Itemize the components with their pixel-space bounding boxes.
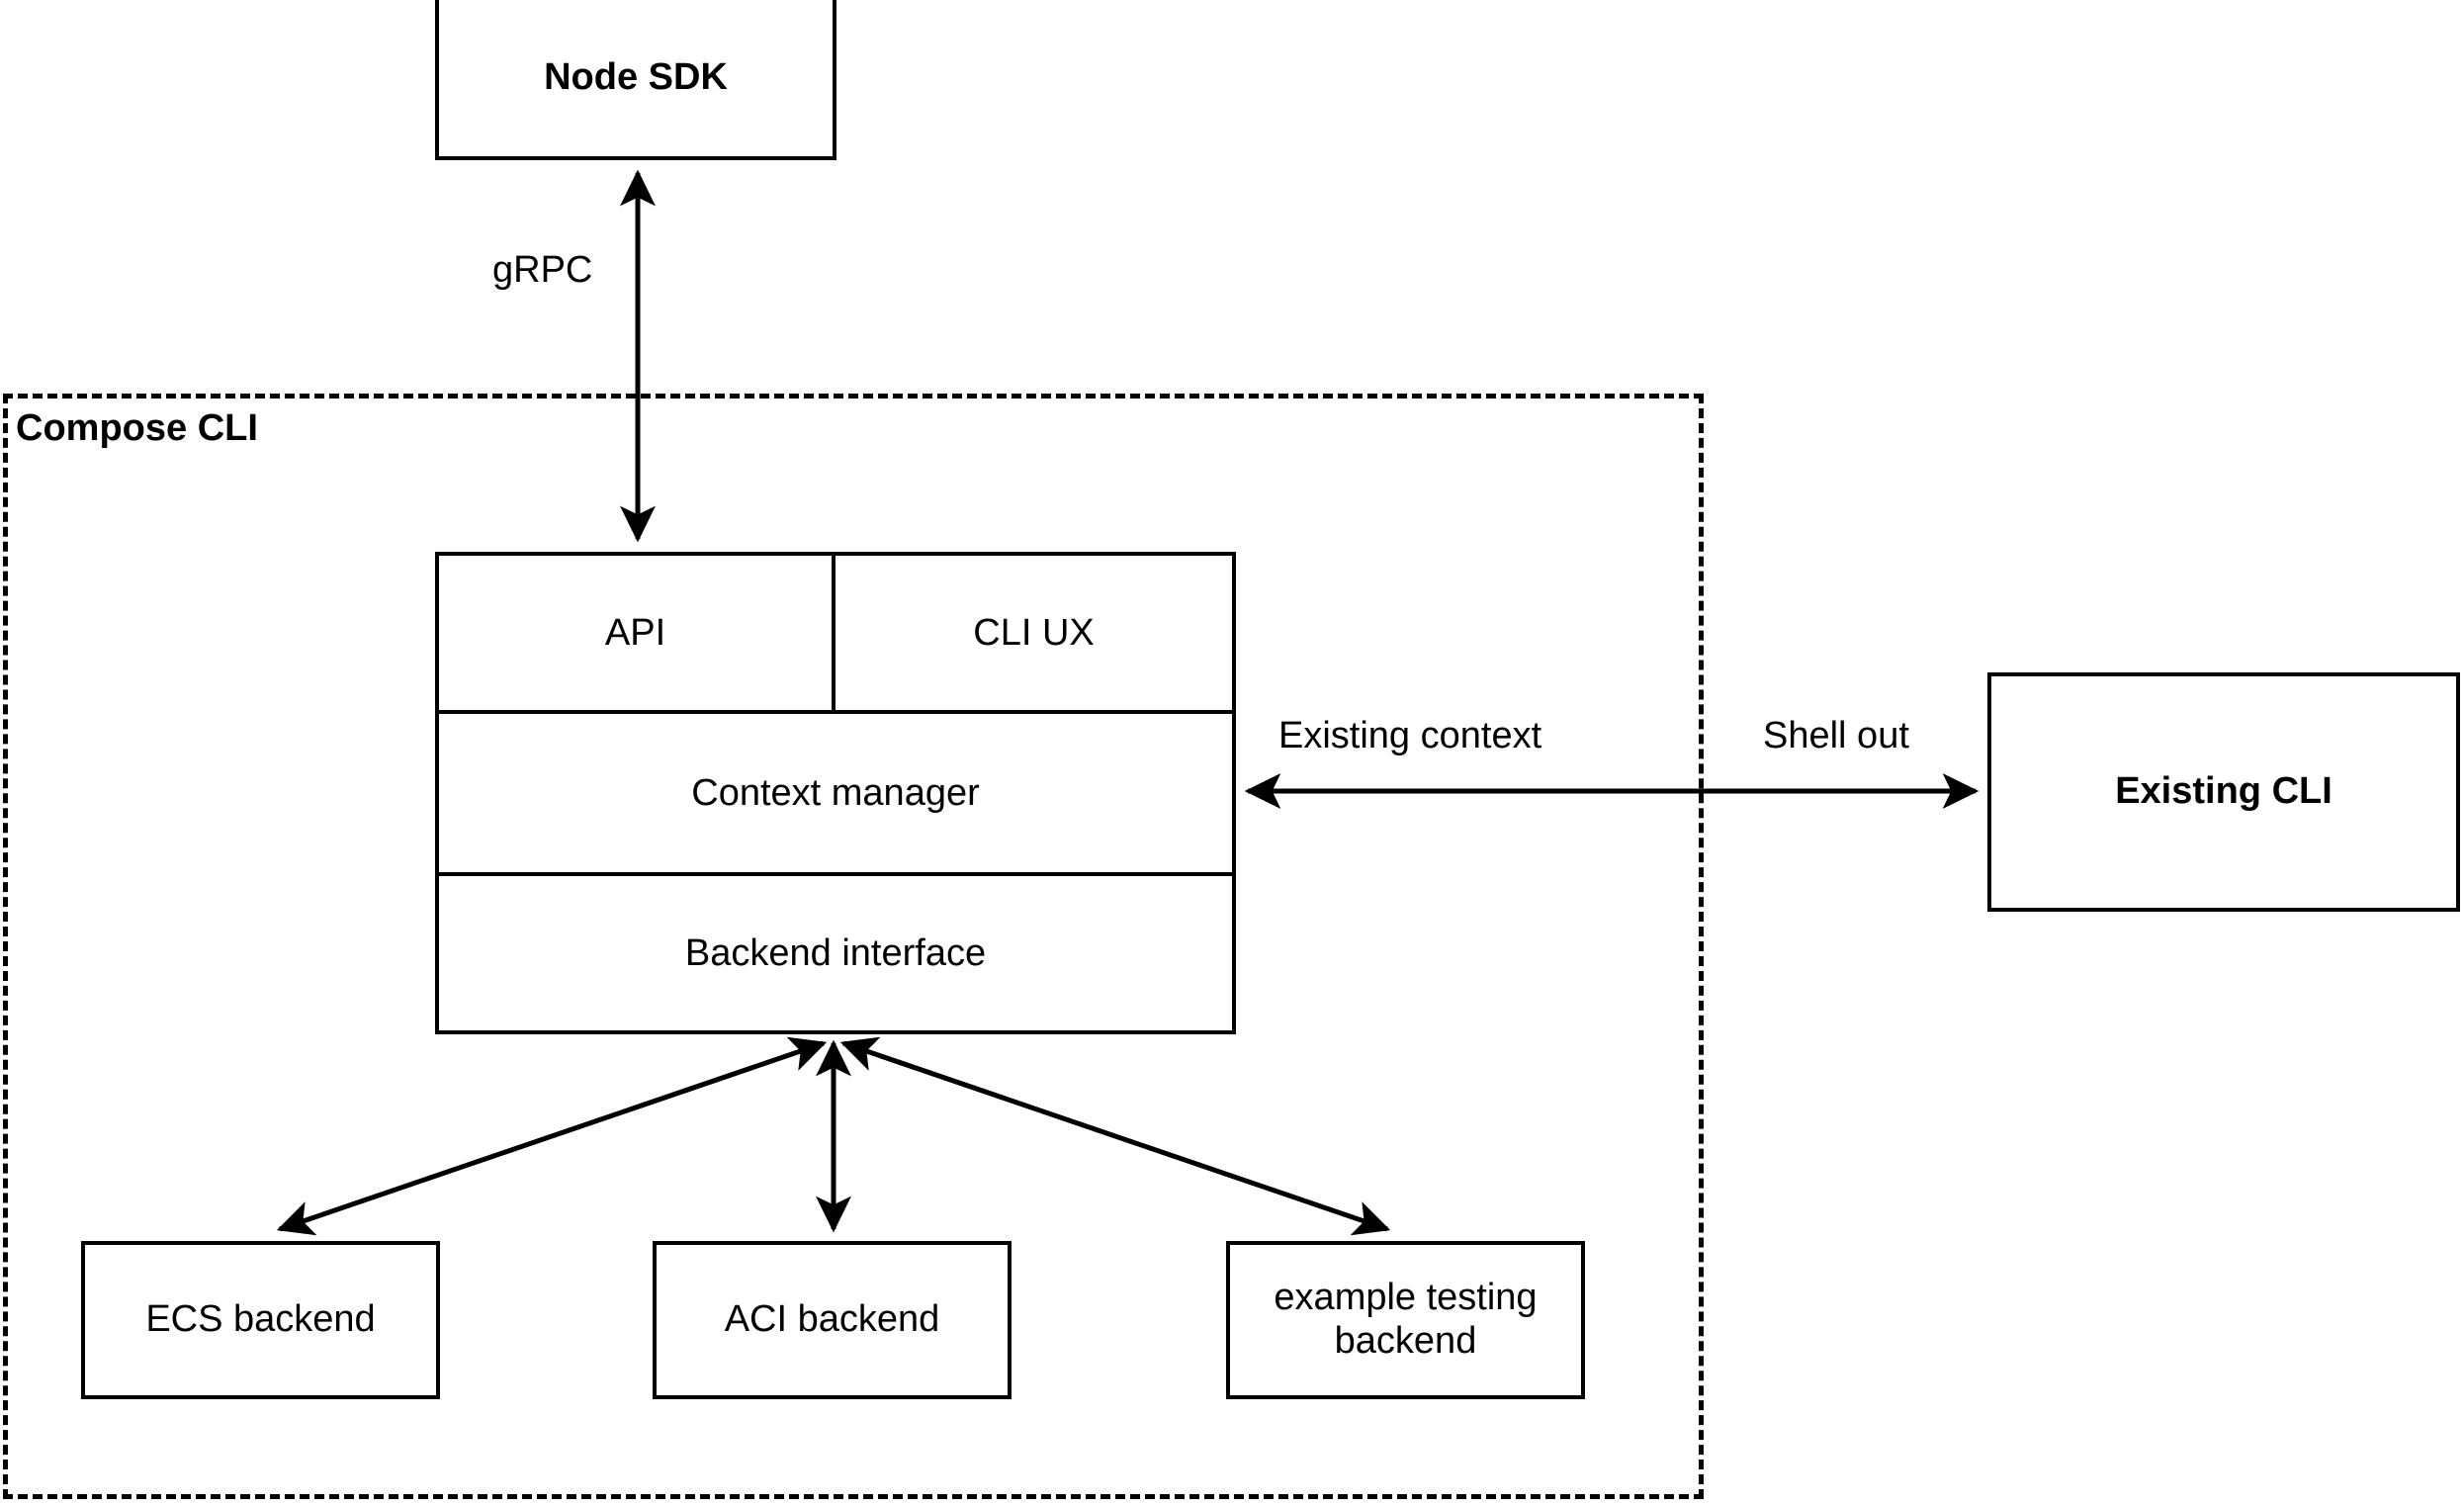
stack-row-api-cliux: API CLI UX	[439, 556, 1232, 714]
ecs-backend-label: ECS backend	[145, 1298, 376, 1341]
compose-cli-stack: API CLI UX Context manager Backend inter…	[435, 552, 1236, 1034]
edge-label-shell-out: Shell out	[1763, 715, 1909, 756]
existing-cli-label: Existing CLI	[2115, 770, 2332, 813]
ecs-backend-box[interactable]: ECS backend	[81, 1241, 440, 1399]
cli-ux-cell[interactable]: CLI UX	[836, 556, 1232, 710]
aci-backend-box[interactable]: ACI backend	[653, 1241, 1012, 1399]
node-sdk-box[interactable]: Node SDK	[435, 0, 836, 160]
backend-interface-label: Backend interface	[684, 931, 987, 974]
compose-cli-group-label: Compose CLI	[16, 407, 258, 449]
cli-ux-label: CLI UX	[973, 611, 1095, 654]
aci-backend-label: ACI backend	[724, 1298, 940, 1341]
edge-label-grpc: gRPC	[492, 249, 593, 291]
api-cell[interactable]: API	[439, 556, 836, 710]
context-manager-row[interactable]: Context manager	[439, 714, 1232, 876]
compose-cli-group-boundary	[3, 394, 1704, 1499]
existing-cli-box[interactable]: Existing CLI	[1987, 672, 2460, 912]
example-testing-backend-label: example testing backend	[1274, 1277, 1538, 1362]
node-sdk-label: Node SDK	[544, 55, 728, 98]
api-label: API	[604, 611, 666, 654]
context-manager-label: Context manager	[691, 771, 980, 814]
example-testing-backend-box[interactable]: example testing backend	[1226, 1241, 1585, 1399]
backend-interface-row[interactable]: Backend interface	[439, 876, 1232, 1030]
edge-label-existing-context: Existing context	[1278, 715, 1542, 756]
